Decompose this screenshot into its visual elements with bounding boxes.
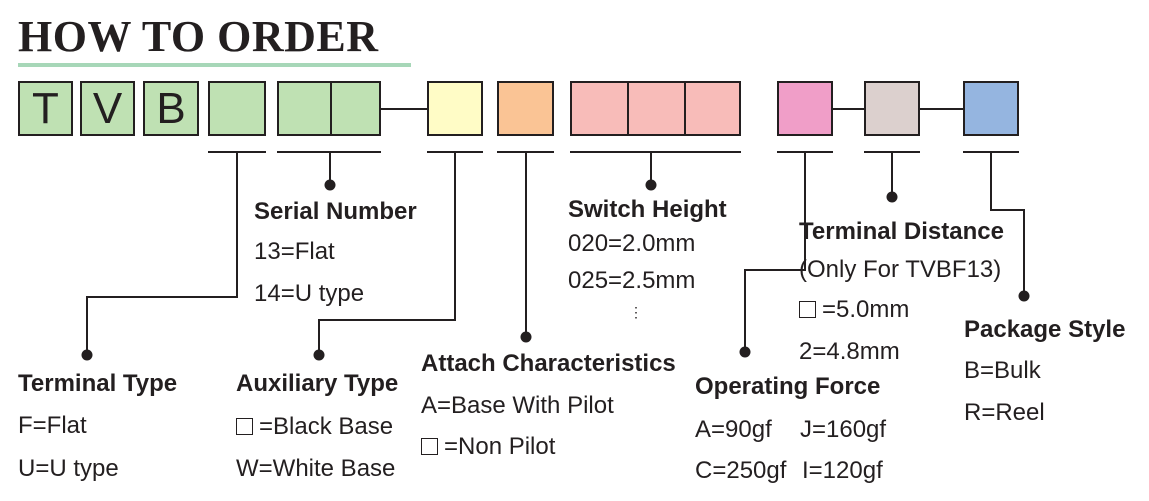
code-box-v: V	[80, 81, 135, 136]
terminal-type-box	[208, 81, 266, 136]
leader-terminal-type	[86, 152, 238, 355]
serial-number-box	[277, 81, 381, 136]
auxiliary-type-box	[427, 81, 483, 136]
terminal-distance-box	[864, 81, 920, 136]
operating-force-option: I=120gf	[802, 457, 883, 484]
switch-height-option: 025=2.5mm	[568, 267, 696, 294]
leader-dot	[1018, 290, 1030, 302]
operating-force-option: C=250gf	[695, 457, 787, 484]
blank-square-icon	[236, 418, 253, 435]
package-style-heading: Package Style	[964, 316, 1126, 343]
operating-force-option: A=90gf	[695, 416, 772, 443]
attach-option: =Non Pilot	[421, 433, 555, 461]
package-style-option: R=Reel	[964, 399, 1045, 426]
leader-dot	[520, 331, 532, 343]
terminal-distance-option: =5.0mm	[799, 296, 909, 324]
leader-package-style	[990, 152, 1025, 296]
switch-height-heading: Switch Height	[568, 196, 727, 223]
code-box-b: B	[143, 81, 199, 136]
leader-dot	[81, 349, 93, 361]
switch-height-box	[570, 81, 741, 136]
leader-dot	[739, 346, 751, 358]
switch-height-option: 020=2.0mm	[568, 230, 696, 257]
leader-dot	[645, 179, 657, 191]
serial-number-option: 13=Flat	[254, 238, 335, 265]
attach-heading: Attach Characteristics	[421, 350, 676, 377]
auxiliary-type-option: =Black Base	[236, 413, 393, 441]
terminal-distance-option: 2=4.8mm	[799, 338, 900, 365]
auxiliary-type-heading: Auxiliary Type	[236, 370, 399, 397]
code-letter: T	[32, 83, 59, 133]
blank-square-icon	[421, 438, 438, 455]
terminal-type-heading: Terminal Type	[18, 370, 178, 397]
package-style-box	[963, 81, 1019, 136]
blank-square-icon	[799, 301, 816, 318]
leader-dot	[886, 191, 898, 203]
serial-number-option: 14=U type	[254, 280, 365, 307]
code-letter: V	[92, 83, 123, 133]
package-style-option: B=Bulk	[964, 357, 1041, 384]
leader-auxiliary-type	[318, 152, 456, 355]
terminal-distance-note: (Only For TVBF13)	[799, 256, 1002, 283]
title-underline	[18, 63, 411, 67]
terminal-distance-heading: Terminal Distance	[799, 218, 1004, 245]
terminal-type-option: F=Flat	[18, 412, 87, 439]
operating-force-box	[777, 81, 833, 136]
attach-option: A=Base With Pilot	[421, 392, 614, 419]
leader-operating-force	[744, 152, 806, 352]
code-letter: B	[156, 83, 186, 133]
attach-box	[497, 81, 554, 136]
leader-dot	[313, 349, 325, 361]
switch-height-continuation: ⋮	[629, 304, 643, 320]
operating-force-heading: Operating Force	[695, 373, 881, 400]
terminal-type-option: U=U type	[18, 455, 119, 482]
leader-dot	[324, 179, 336, 191]
code-box-t: T	[18, 81, 73, 136]
auxiliary-type-option: W=White Base	[236, 455, 396, 482]
operating-force-option: J=160gf	[800, 416, 887, 443]
serial-number-heading: Serial Number	[254, 198, 417, 225]
page-title: HOW TO ORDER	[18, 12, 379, 61]
